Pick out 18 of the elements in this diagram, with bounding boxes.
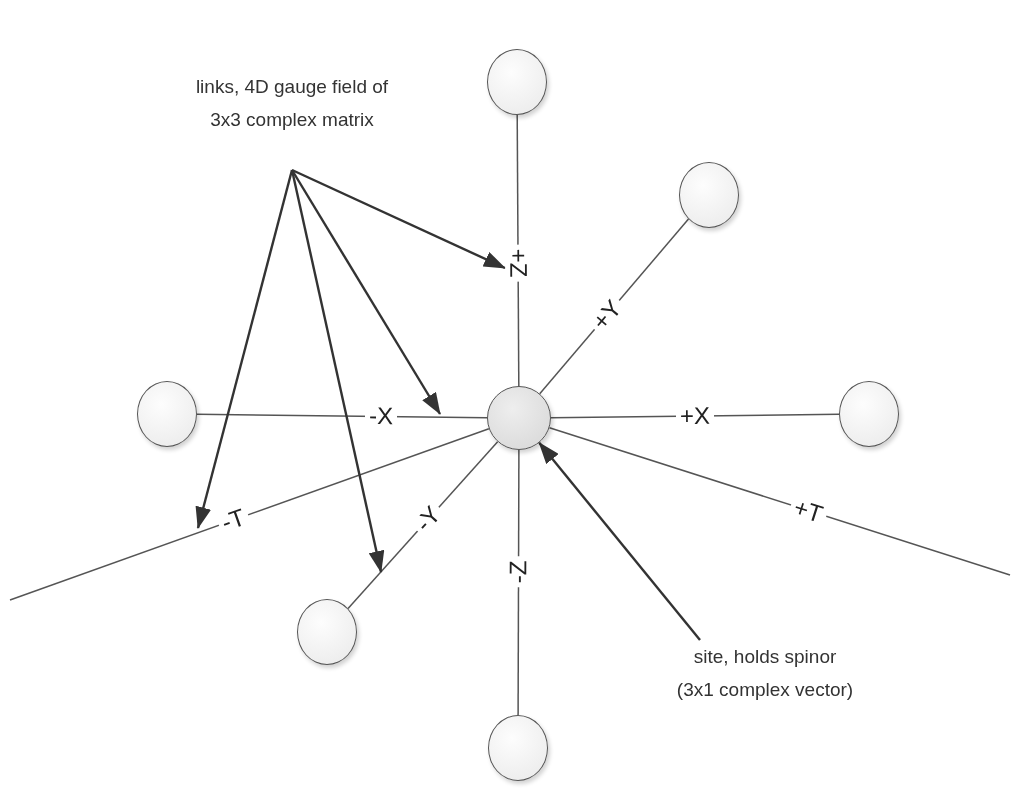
site-circle: [487, 386, 551, 450]
leader-arrow: [290, 169, 442, 415]
callout-text: site, holds spinor (3x1 complex vector): [673, 640, 857, 740]
neighbor-site-circle: [297, 599, 357, 665]
neighbor-site-circle: [839, 381, 899, 447]
leader-arrow: [538, 442, 701, 641]
leader-arrow: [195, 169, 294, 529]
neighbor-site-circle: [488, 715, 548, 781]
link-line: [517, 449, 520, 716]
link-line: [9, 428, 490, 601]
neighbor-site-circle: [679, 162, 739, 228]
leader-arrow: [291, 168, 506, 270]
leader-arrow: [290, 169, 385, 573]
neighbor-site-circle: [487, 49, 547, 115]
link-line: [548, 427, 1011, 576]
neighbor-site-circle: [137, 381, 197, 447]
callout-text: links, 4D gauge field of 3x3 complex matrix: [189, 70, 395, 170]
link-line: [196, 413, 488, 419]
